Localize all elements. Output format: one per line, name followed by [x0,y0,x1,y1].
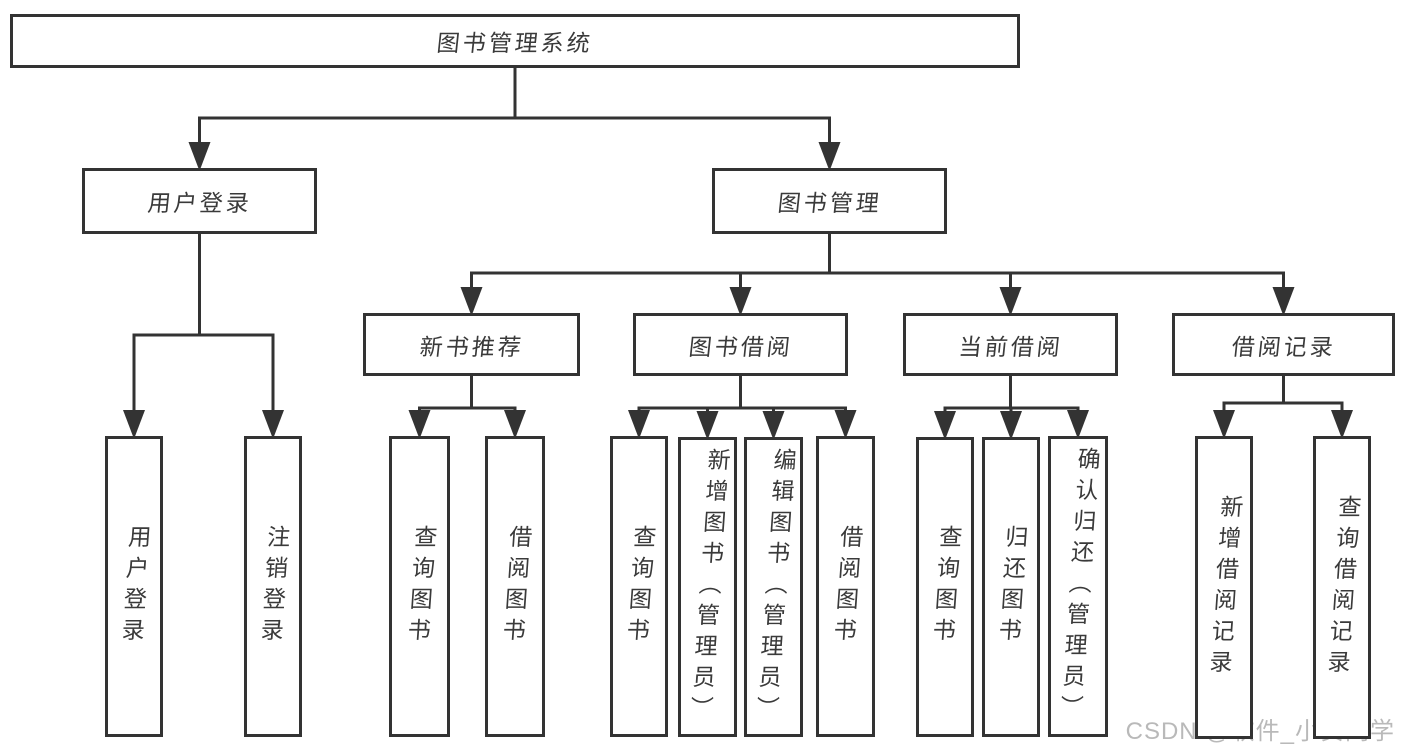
diagram-node-book-mgmt: 图书管理 [712,168,947,234]
diagram-node-borrow-records: 借阅记录 [1172,313,1395,376]
arrowhead-icon [1272,287,1295,316]
arrowhead-icon [123,410,145,439]
arrowhead-icon [696,411,719,440]
arrowhead-icon [999,287,1022,316]
arrowhead-icon [818,142,841,171]
diagram-node-user-login-leaf: 用户登录 [105,436,163,737]
diagram-node-cb-confirm: 确认归还（管理员） [1048,436,1108,737]
diagram-node-nbr-borrow: 借阅图书 [485,436,545,737]
arrowhead-icon [1000,411,1022,440]
node-label: 用户登录 [145,190,253,216]
node-label: 编辑图书（管理员） [751,447,797,727]
node-label: 用户登录 [117,524,152,649]
arrowhead-icon [188,142,211,171]
diagram-node-book-borrow: 图书借阅 [633,313,848,376]
node-label: 归还图书 [994,525,1029,649]
diagram-node-br-query: 查询借阅记录 [1313,436,1371,739]
arrowhead-icon [504,410,526,439]
node-label: 确认归还（管理员） [1055,447,1102,726]
node-label: 图书管理 [775,190,883,216]
node-label: 新增借阅记录 [1205,494,1245,681]
arrowhead-icon [262,410,284,439]
node-label: 查询图书 [402,524,438,649]
node-label: 注销登录 [256,524,291,649]
node-label: 图书管理系统 [435,30,595,56]
arrowhead-icon [1067,410,1089,439]
arrowhead-icon [762,411,785,440]
arrowhead-icon [1213,410,1235,439]
arrowhead-icon [834,410,857,439]
node-label: 借阅记录 [1229,333,1337,360]
diagram-node-logout-leaf: 注销登录 [244,436,302,737]
node-label: 查询借阅记录 [1323,494,1363,681]
arrowhead-icon [460,287,483,316]
diagram-node-bb-borrow: 借阅图书 [816,436,875,737]
node-label: 当前借阅 [956,333,1064,360]
node-label: 借阅图书 [828,524,864,649]
diagram-node-user-login: 用户登录 [82,168,317,234]
diagram-node-cb-query: 查询图书 [916,437,974,737]
node-label: 图书借阅 [686,333,794,360]
diagram-node-nbr-query: 查询图书 [389,436,450,737]
diagram-node-br-add: 新增借阅记录 [1195,436,1253,739]
diagram-node-new-book-rec: 新书推荐 [363,313,580,376]
diagram-node-bb-add: 新增图书（管理员） [678,437,737,737]
node-label: 新书推荐 [417,333,525,360]
arrowhead-icon [408,410,431,439]
node-label: 查询图书 [622,524,657,649]
node-label: 查询图书 [928,525,963,649]
arrowhead-icon [628,410,650,439]
node-label: 借阅图书 [498,524,533,649]
arrowhead-icon [934,411,956,440]
diagram-node-bb-edit: 编辑图书（管理员） [744,437,803,737]
diagram-node-cb-return: 归还图书 [982,437,1040,737]
diagram-node-current-borrow: 当前借阅 [903,313,1118,376]
node-label: 新增图书（管理员） [685,447,731,727]
arrowhead-icon [1331,410,1353,439]
arrowhead-icon [729,287,752,316]
diagram-node-root: 图书管理系统 [10,14,1020,68]
diagram-node-bb-query: 查询图书 [610,436,668,737]
